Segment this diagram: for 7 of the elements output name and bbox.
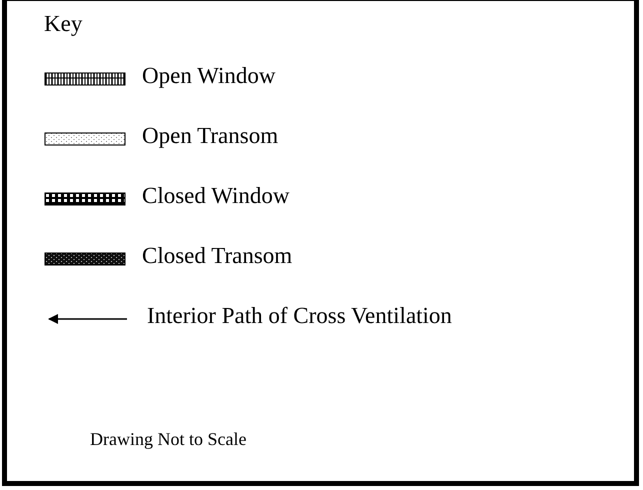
legend-label: Open Window bbox=[142, 63, 276, 89]
caption: Drawing Not to Scale bbox=[90, 429, 246, 450]
legend-title: Key bbox=[44, 11, 82, 37]
legend-label: Open Transom bbox=[142, 123, 278, 149]
legend-label: Interior Path of Cross Ventilation bbox=[147, 303, 452, 329]
legend-label: Closed Window bbox=[142, 183, 290, 209]
legend-label: Closed Transom bbox=[142, 243, 292, 269]
